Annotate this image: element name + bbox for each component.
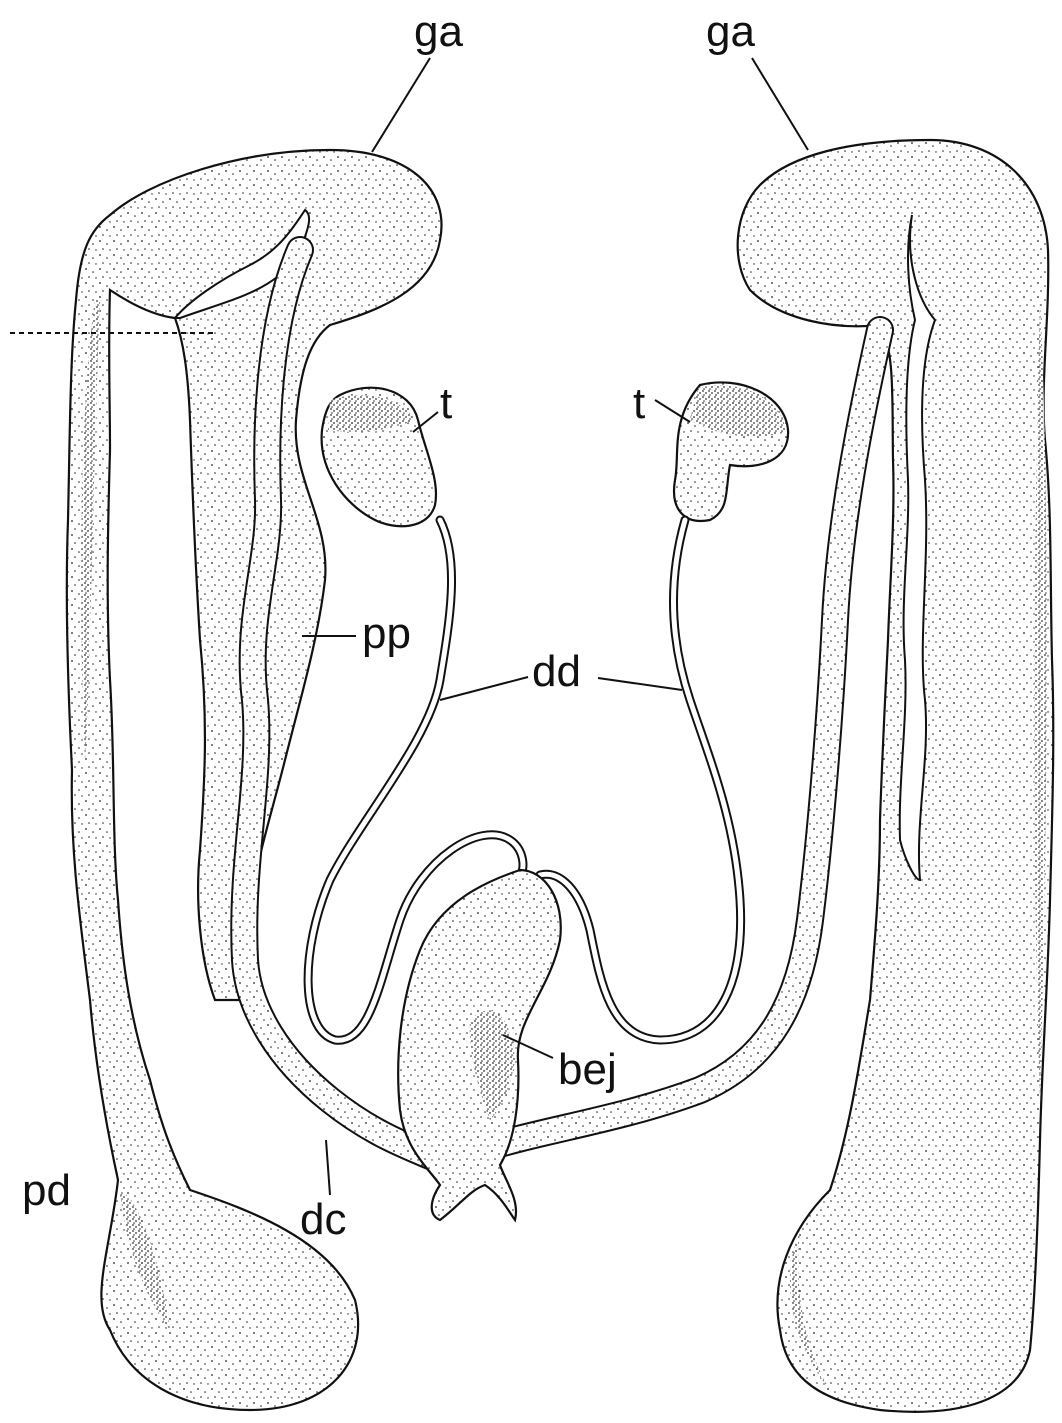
label-pp: pp: [362, 609, 411, 658]
label-dd: dd: [532, 647, 581, 696]
right-testis: [674, 382, 788, 521]
label-dc: dc: [300, 1195, 346, 1244]
label-t-right: t: [633, 379, 645, 428]
label-bej: bej: [558, 1045, 617, 1094]
right-outer-organ: [738, 140, 1054, 1412]
label-t-left: t: [440, 379, 452, 428]
right-deferent-duct: [540, 520, 741, 1040]
label-ga-right: ga: [706, 7, 755, 56]
label-pd: pd: [22, 1166, 71, 1215]
label-ga-left: ga: [414, 7, 463, 56]
left-testis: [322, 388, 436, 527]
